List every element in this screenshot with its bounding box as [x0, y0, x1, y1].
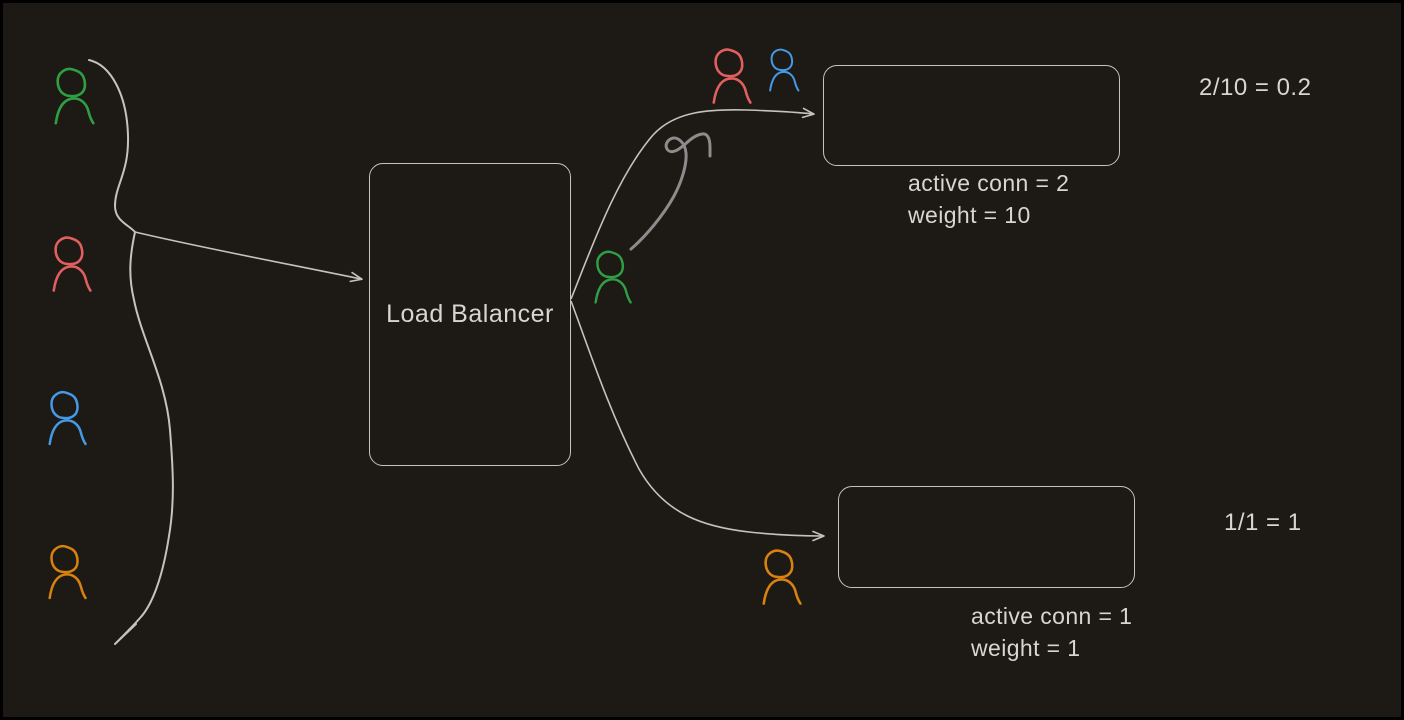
server-b-ratio: 1/1 = 1: [1224, 509, 1302, 536]
server-a-ratio: 2/10 = 0.2: [1199, 74, 1312, 101]
arrow-clients-to-lb: [134, 231, 363, 283]
user-blue-icon: [769, 48, 800, 92]
user-red-icon: [52, 236, 92, 292]
redirect-hook-arrow: [629, 132, 712, 251]
clients-brace-line: [88, 59, 174, 645]
user-orange-icon: [762, 549, 802, 605]
user-green-icon: [594, 250, 632, 304]
server-a-stats: active conn = 2 weight = 10: [908, 167, 1069, 231]
load-balancer-box: Load Balancer: [369, 163, 571, 466]
user-red-icon: [712, 48, 752, 104]
server-b-stats: active conn = 1 weight = 1: [971, 600, 1132, 664]
load-balancer-label: Load Balancer: [386, 300, 554, 328]
user-orange-icon: [48, 544, 87, 600]
user-green-icon: [54, 67, 95, 125]
arrow-lb-to-server-b: [570, 300, 825, 542]
server-b-weight: weight = 1: [971, 635, 1081, 661]
server-b-box: [838, 486, 1135, 588]
arrow-lb-to-server-a: [570, 107, 815, 300]
server-a-box: [823, 65, 1120, 166]
server-a-active-conn: active conn = 2: [908, 170, 1070, 196]
server-b-active-conn: active conn = 1: [971, 603, 1133, 629]
user-blue-icon: [48, 390, 87, 446]
server-a-weight: weight = 10: [908, 202, 1031, 228]
diagram-strokes: [48, 48, 825, 645]
